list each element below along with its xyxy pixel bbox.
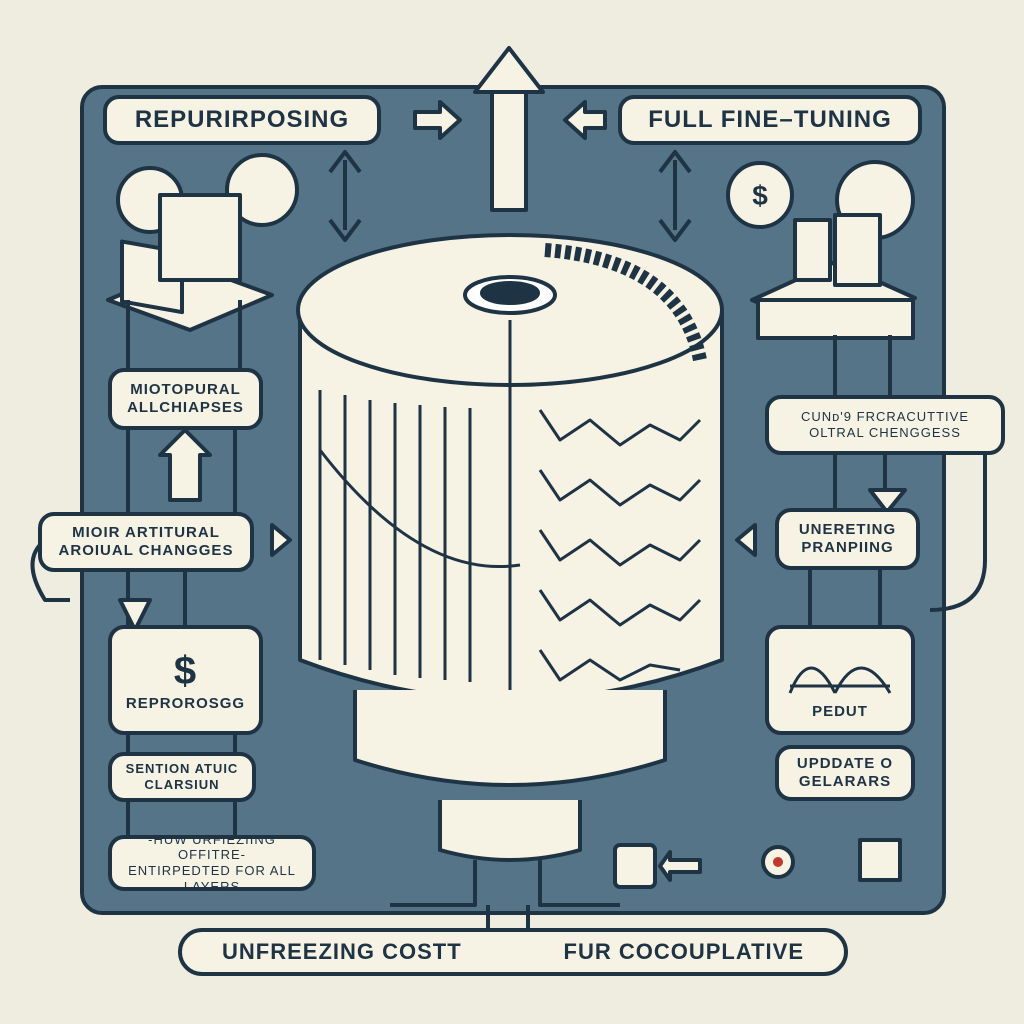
header-full-fine-tuning-label: FULL FINE–TUNING — [648, 105, 892, 133]
up-arrow-icon — [158, 428, 212, 502]
dollar-coin-icon — [726, 161, 794, 229]
switch-icon — [613, 843, 657, 889]
left-box-4-line2: CLARSIUN — [144, 777, 220, 792]
left-box-5-line1: -HUW URFIEZIING OFFITRE- — [148, 831, 276, 863]
right-box-output: PEDUT — [765, 625, 915, 735]
right-pointer-icon — [270, 523, 292, 557]
right-box-1-line1: CUNᴅ'9 FRCRACUTTIVE — [800, 409, 970, 425]
left-box-cost: $ REPRORОSGG — [108, 625, 263, 735]
footer-bar: UNFREEZING COSTT FUR COCOUPLATIVE — [178, 928, 848, 976]
double-arrow-left — [328, 150, 362, 242]
right-box-4-line1: UPDDATE O — [796, 755, 894, 772]
left-box-5-line2: ENTIRPEDTED FOR ALL LAYERS — [128, 863, 296, 894]
up-arrow-top — [473, 46, 545, 212]
model-cylinder — [296, 233, 724, 862]
right-box-2: UNERETING PRANPIING — [775, 508, 920, 570]
right-box-2-line1: UNERETING — [798, 521, 897, 538]
header-repurposing: REPURIRPOSING — [103, 95, 381, 145]
right-box-output-label: PEDUT — [812, 703, 868, 720]
arc-arrows-icon — [788, 666, 892, 694]
left-box-5: -HUW URFIEZIING OFFITRE- ENTIRPEDTED FOR… — [108, 831, 316, 894]
left-box-1-line1: MIOTOPURAL — [130, 381, 241, 398]
down-arrow-icon — [118, 598, 152, 632]
footer-left-label: UNFREEZING COSTT — [222, 938, 462, 964]
left-pointer-icon — [735, 523, 757, 557]
left-arrow-icon — [563, 100, 607, 140]
building-stack-icon — [106, 193, 274, 332]
left-box-2-line1: MIOIR ARTITURAL — [72, 524, 220, 541]
left-box-1: MIOTOPURAL ALLCHIAPSES — [108, 368, 263, 430]
right-box-1: CUNᴅ'9 FRCRACUTTIVE OLTRAL CHENGGESS — [765, 395, 1005, 455]
header-repurposing-label: REPURIRPOSING — [134, 105, 350, 133]
coin-symbol: $ — [752, 180, 768, 211]
left-box-4: SENTION ATUIC CLARSIUN — [108, 752, 256, 802]
target-dot — [773, 857, 783, 867]
left-box-2: MIOIR ARTITURAL AROIUAL CHANGGES — [38, 512, 254, 572]
right-box-2-line2: PRANPIING — [801, 539, 894, 556]
dollar-icon: $ — [173, 649, 198, 693]
valve-icon — [858, 838, 902, 882]
header-full-fine-tuning: FULL FINE–TUNING — [618, 95, 922, 145]
right-connectors — [808, 335, 987, 628]
right-box-1-line2: OLTRAL CHENGGESS — [809, 425, 961, 440]
right-box-4-line2: GELARARS — [798, 773, 892, 790]
block-stack-icon — [750, 213, 917, 340]
footer-right-label: FUR COCOUPLATIVE — [563, 938, 804, 964]
left-connectors — [30, 300, 242, 838]
left-box-4-line1: SENTION ATUIC — [125, 761, 239, 777]
right-arrow-icon — [413, 100, 462, 140]
left-box-cost-label: REPRORОSGG — [125, 695, 246, 712]
left-box-2-line2: AROIUAL CHANGGES — [58, 542, 234, 559]
right-box-4: UPDDATE O GELARARS — [775, 745, 915, 801]
left-arrow-small-icon — [658, 850, 702, 882]
left-box-1-line2: ALLCHIAPSES — [127, 399, 244, 416]
down-arrow-icon-right — [868, 488, 907, 514]
database-circle-icon — [225, 153, 299, 227]
double-arrow-right — [658, 150, 692, 242]
